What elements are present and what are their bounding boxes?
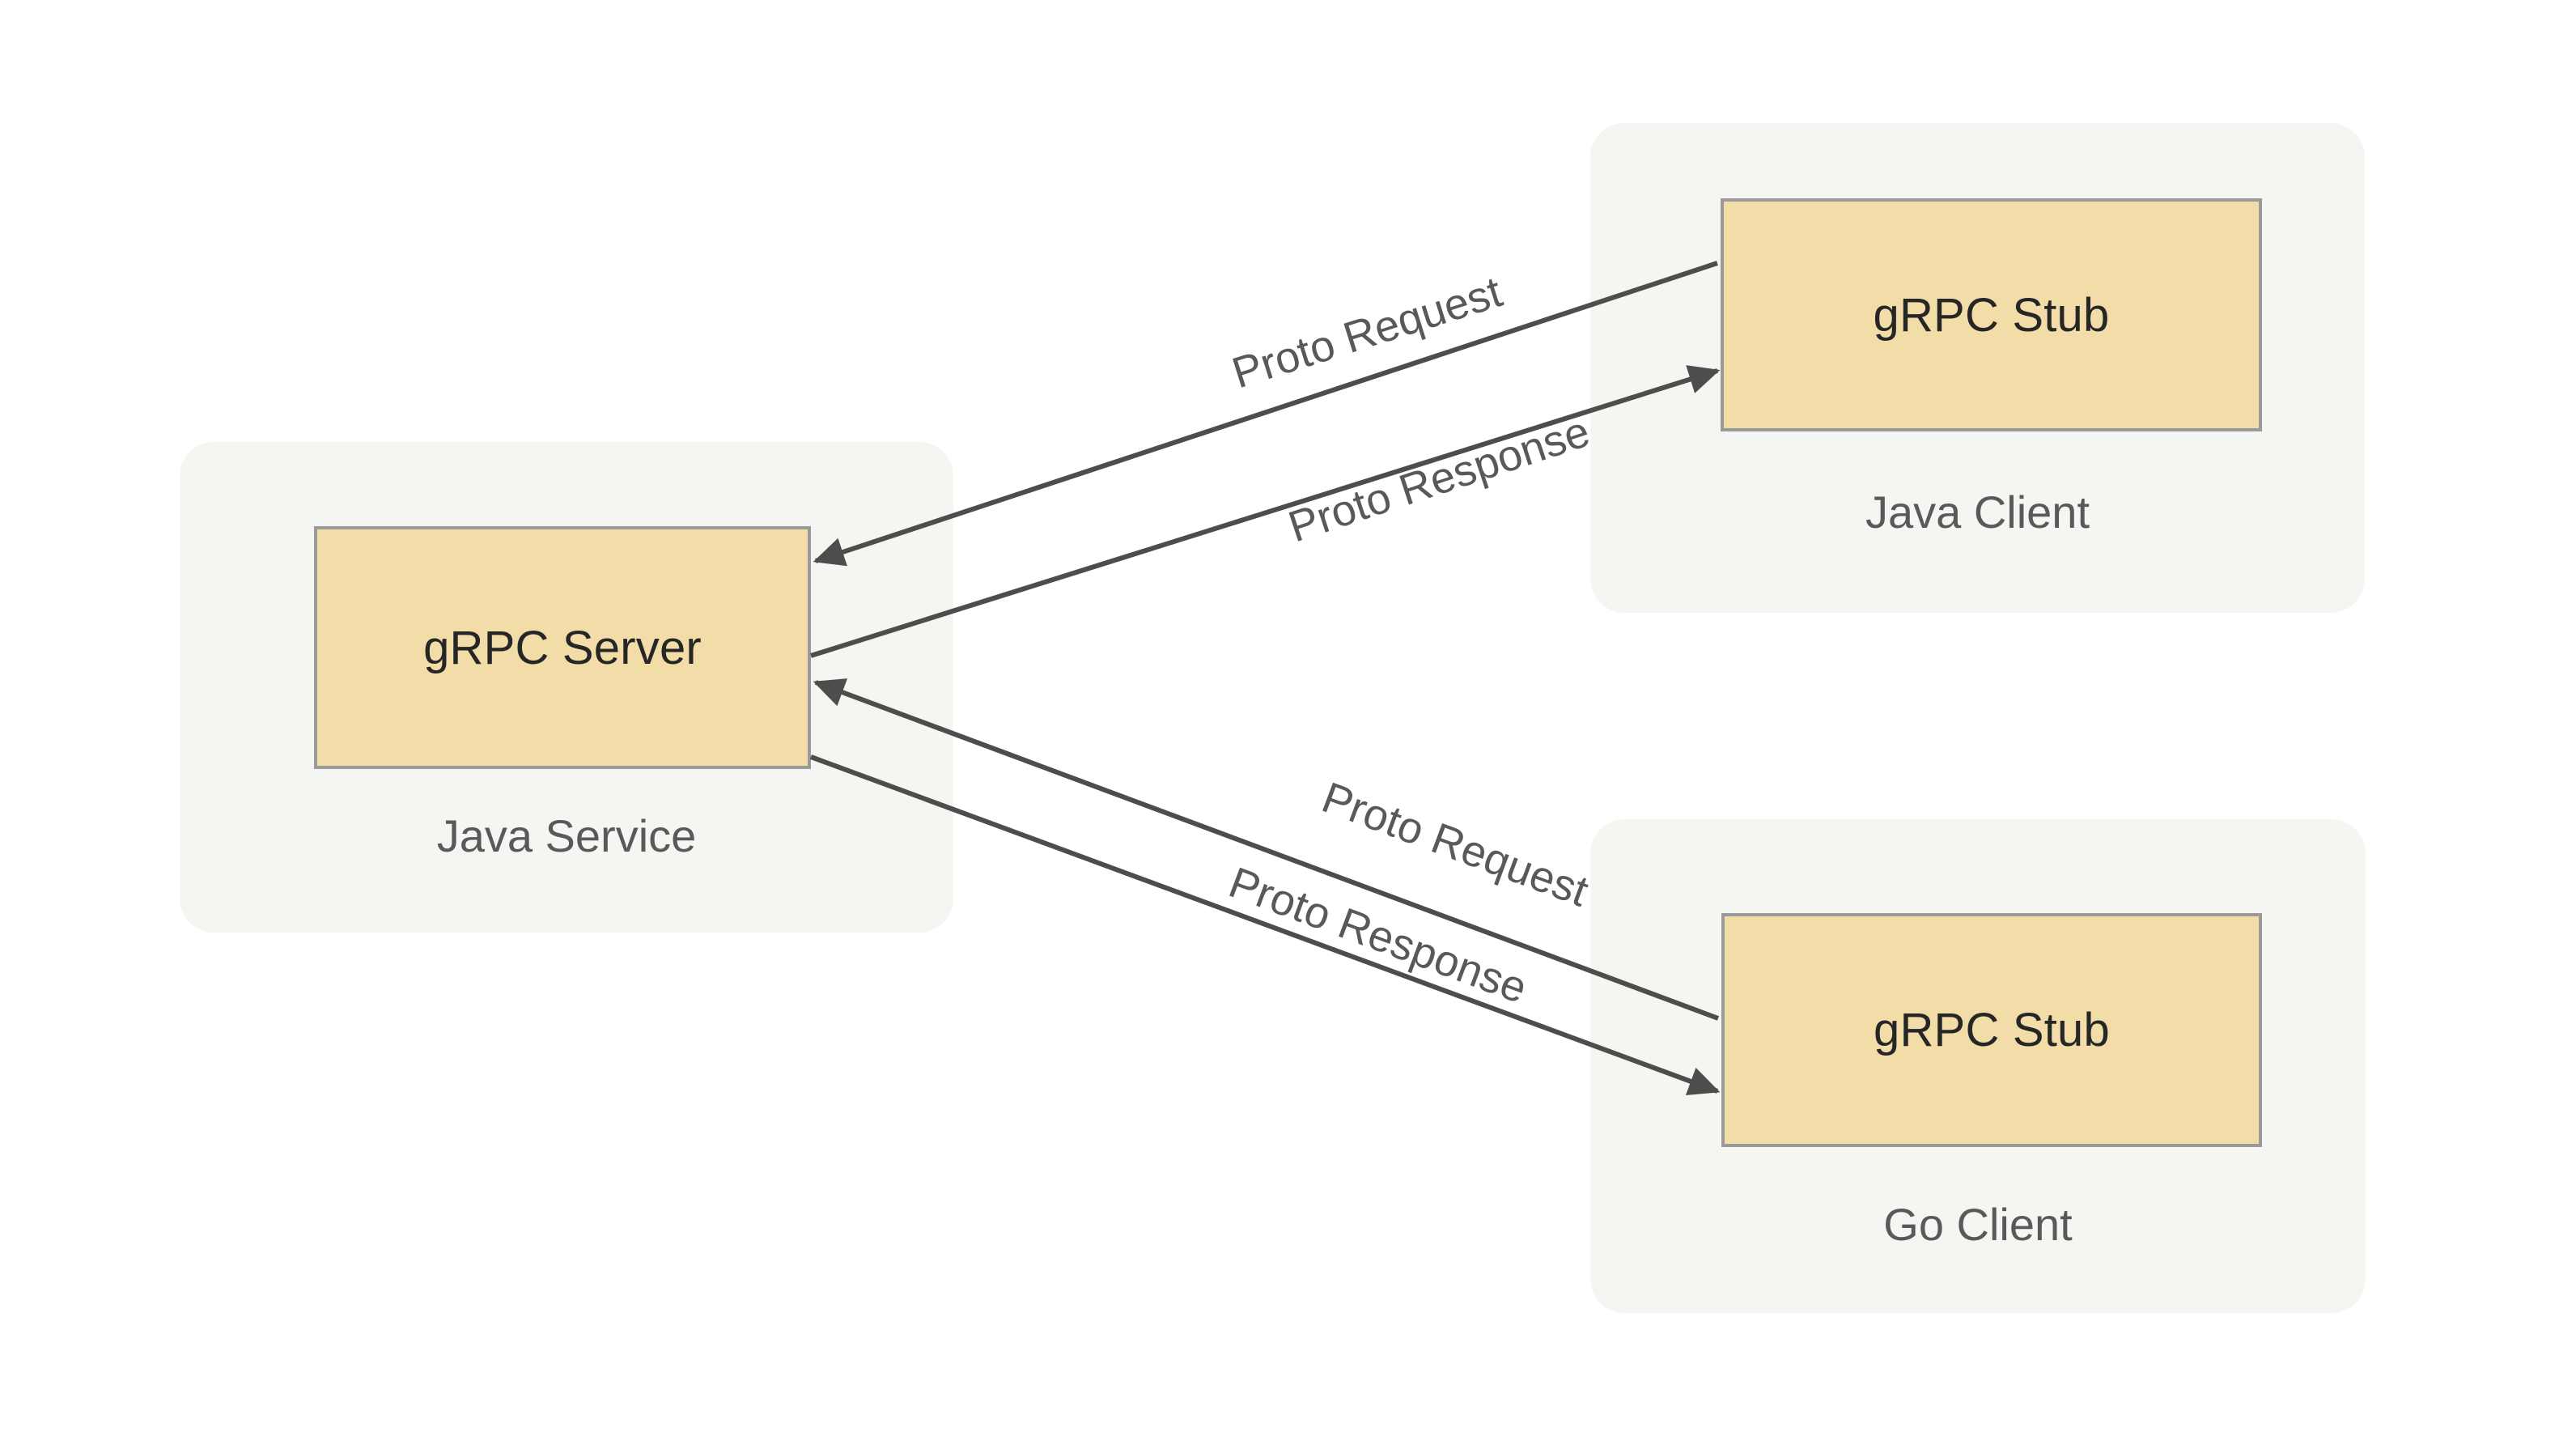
node-grpc-stub-go[interactable]: gRPC Stub [1721,913,2262,1147]
node-grpc-stub-java[interactable]: gRPC Stub [1721,198,2262,431]
edge-label-go-request: Proto Request [1316,773,1594,916]
node-grpc-stub-java-label: gRPC Stub [1873,288,2110,342]
node-grpc-server-label: gRPC Server [423,621,702,674]
edge-label-go-response: Proto Response [1223,858,1534,1013]
edge-label-java-request: Proto Request [1227,267,1508,397]
node-grpc-server[interactable]: gRPC Server [314,526,811,769]
node-grpc-stub-go-label: gRPC Stub [1874,1004,2110,1056]
edge-label-java-response: Proto Response [1283,407,1595,552]
caption-go-client: Go Client [1883,1199,2073,1250]
caption-java-service: Java Service [436,810,697,861]
caption-java-client: Java Client [1865,487,2090,538]
